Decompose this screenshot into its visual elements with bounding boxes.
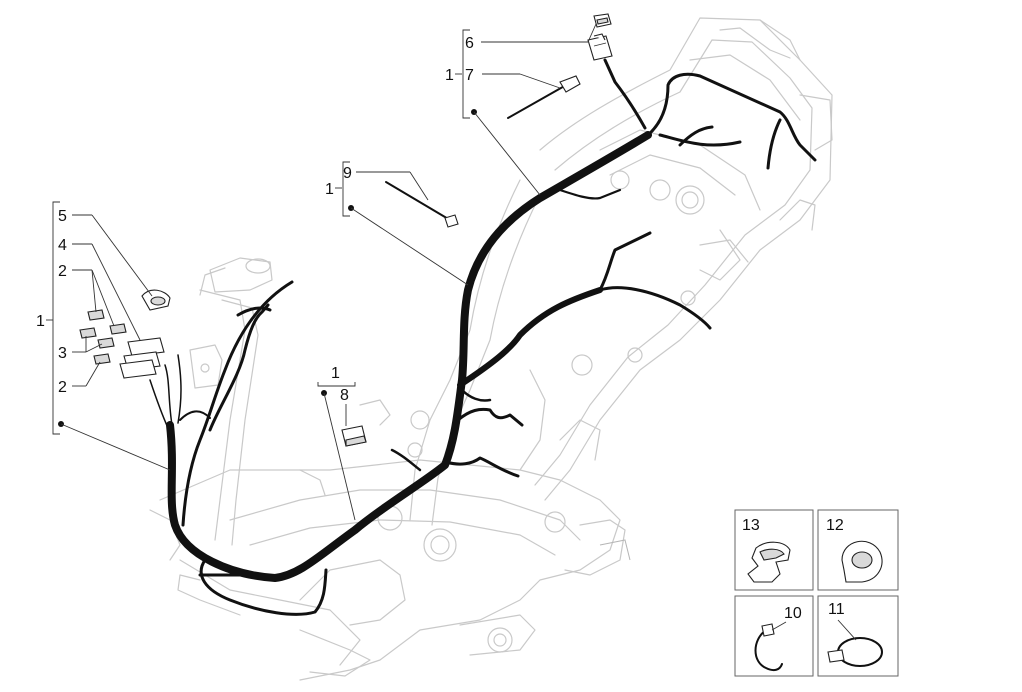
accessory-box-13: 13	[734, 509, 814, 591]
callout-4: 4	[58, 237, 67, 254]
callout-1-left: 1	[36, 313, 45, 330]
single-connector-part	[341, 425, 367, 447]
connector-group-part	[119, 337, 165, 379]
relay-block-part	[587, 33, 613, 61]
callout-10: 10	[784, 605, 802, 622]
scooter-frame	[149, 17, 833, 681]
callout-1-mid: 1	[325, 181, 334, 198]
callout-9: 9	[343, 165, 352, 182]
callout-8: 8	[340, 387, 349, 404]
harness-clamp-part	[141, 289, 171, 311]
callout-6: 6	[465, 35, 474, 52]
callout-2-upper: 2	[58, 263, 67, 280]
callout-2-lower: 2	[58, 379, 67, 396]
callout-5: 5	[58, 208, 67, 225]
callout-1-top: 1	[445, 67, 454, 84]
callout-labels: 6 7 1 9 1 5 4 2 1 3 2 1 8	[36, 35, 474, 404]
callout-12: 12	[826, 517, 844, 534]
callout-7: 7	[465, 67, 474, 84]
callout-13: 13	[742, 517, 760, 534]
accessory-box-10: 10	[734, 595, 814, 677]
terminal-parts	[79, 309, 127, 365]
fuse-cover-part	[593, 13, 612, 28]
main-wiring-harness	[149, 58, 817, 616]
cable-tie-part	[385, 181, 459, 228]
cable-tie-clip-part	[507, 75, 581, 119]
callout-1-small: 1	[331, 365, 340, 382]
callout-3: 3	[58, 345, 67, 362]
callout-11: 11	[828, 601, 845, 618]
accessory-box-12: 12	[817, 509, 899, 591]
callout-brackets	[52, 23, 597, 521]
accessory-box-11: 11	[817, 595, 899, 677]
